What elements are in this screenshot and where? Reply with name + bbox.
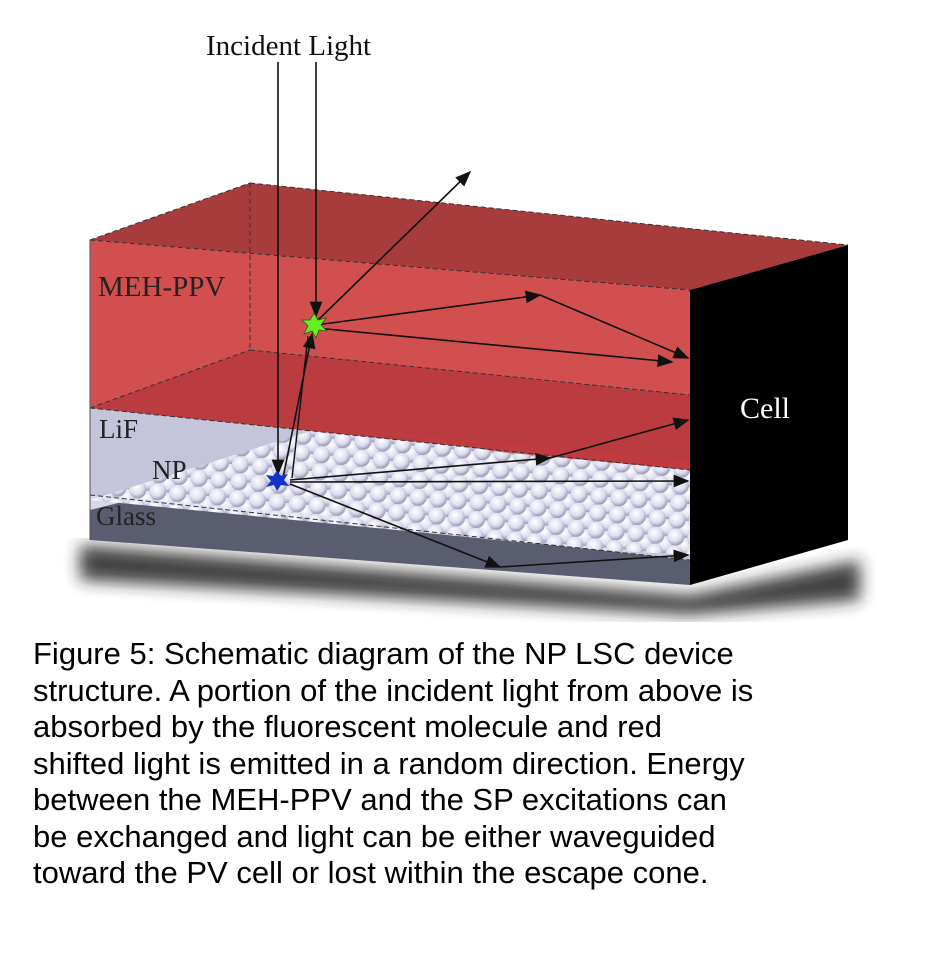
caption-line: structure. A portion of the incident lig… bbox=[33, 672, 754, 708]
caption-line: Figure 5: Schematic diagram of the NP LS… bbox=[33, 636, 734, 671]
glass-layer bbox=[90, 495, 690, 585]
shadow bbox=[80, 545, 860, 615]
caption-line: toward the PV cell or lost within the es… bbox=[33, 855, 709, 890]
caption-line: be exchanged and light can be either wav… bbox=[33, 818, 716, 854]
caption-line: shifted light is emitted in a random dir… bbox=[33, 745, 745, 781]
glass-label: Glass bbox=[96, 501, 156, 531]
cell-label: Cell bbox=[740, 392, 790, 425]
np-label: NP bbox=[152, 455, 187, 485]
lsc-device-diagram: Cell Incident Light MEH-PPV LiF NP Glass bbox=[80, 30, 860, 615]
lif-label: LiF bbox=[99, 414, 138, 444]
caption-line: between the MEH-PPV and the SP excitatio… bbox=[33, 782, 727, 817]
pv-cell bbox=[690, 245, 848, 585]
nanoparticle-dot bbox=[266, 471, 289, 491]
caption-line: absorbed by the fluorescent molecule and… bbox=[33, 709, 663, 744]
figure-caption: Figure 5: Schematic diagram of the NP LS… bbox=[33, 636, 913, 892]
fluorescent-molecule-star bbox=[301, 312, 329, 339]
meh-ppv-label: MEH-PPV bbox=[98, 271, 225, 303]
incident-light-label: Incident Light bbox=[206, 30, 371, 62]
